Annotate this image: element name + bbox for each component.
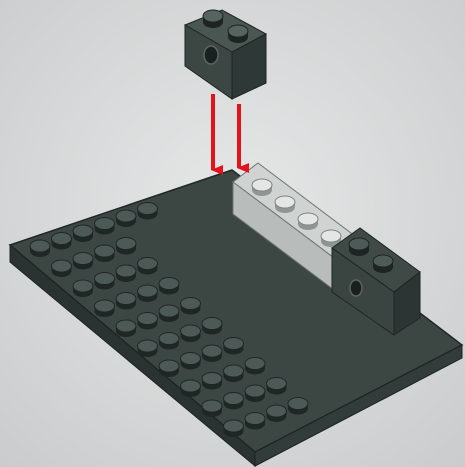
plate-stud bbox=[267, 378, 287, 395]
new-brick-axle-hole bbox=[204, 46, 218, 64]
beam-stud bbox=[298, 213, 318, 230]
plate-stud bbox=[52, 233, 72, 250]
plate-stud bbox=[116, 210, 136, 227]
plate-stud bbox=[202, 373, 222, 390]
plate-stud bbox=[138, 258, 158, 275]
plate-stud bbox=[116, 265, 136, 282]
plate-stud bbox=[73, 225, 93, 242]
plate-stud bbox=[95, 300, 115, 317]
plate-stud bbox=[138, 203, 158, 220]
plate-stud bbox=[116, 320, 136, 337]
plate-stud bbox=[202, 318, 222, 335]
end-brick-axle-hole bbox=[350, 280, 362, 296]
plate-stud bbox=[52, 260, 72, 277]
plate-stud bbox=[73, 253, 93, 270]
plate-stud bbox=[181, 380, 201, 397]
beam-stud bbox=[252, 179, 272, 196]
plate-stud bbox=[181, 325, 201, 342]
plate-stud bbox=[138, 285, 158, 302]
plate-stud bbox=[138, 313, 158, 330]
plate-stud bbox=[267, 405, 287, 422]
plate-stud bbox=[30, 240, 50, 257]
plate-stud bbox=[224, 393, 244, 410]
plate-stud bbox=[116, 238, 136, 255]
plate-stud bbox=[245, 413, 265, 430]
plate-stud bbox=[224, 420, 244, 437]
plate-stud bbox=[95, 218, 115, 235]
plate-stud bbox=[159, 278, 179, 295]
plate-stud bbox=[73, 280, 93, 297]
plate-stud bbox=[95, 273, 115, 290]
plate-stud bbox=[202, 345, 222, 362]
plate-stud bbox=[202, 400, 222, 417]
plate-stud bbox=[245, 385, 265, 402]
plate-stud bbox=[181, 353, 201, 370]
plate-stud bbox=[116, 293, 136, 310]
plate-stud bbox=[159, 305, 179, 322]
plate-stud bbox=[224, 365, 244, 382]
beam-stud bbox=[275, 196, 295, 213]
plate-stud bbox=[159, 333, 179, 350]
plate-stud bbox=[245, 358, 265, 375]
plate-stud bbox=[95, 245, 115, 262]
plate-stud bbox=[288, 398, 308, 415]
plate-stud bbox=[181, 298, 201, 315]
plate-stud bbox=[159, 360, 179, 377]
plate-stud bbox=[224, 338, 244, 355]
plate-stud bbox=[138, 340, 158, 357]
